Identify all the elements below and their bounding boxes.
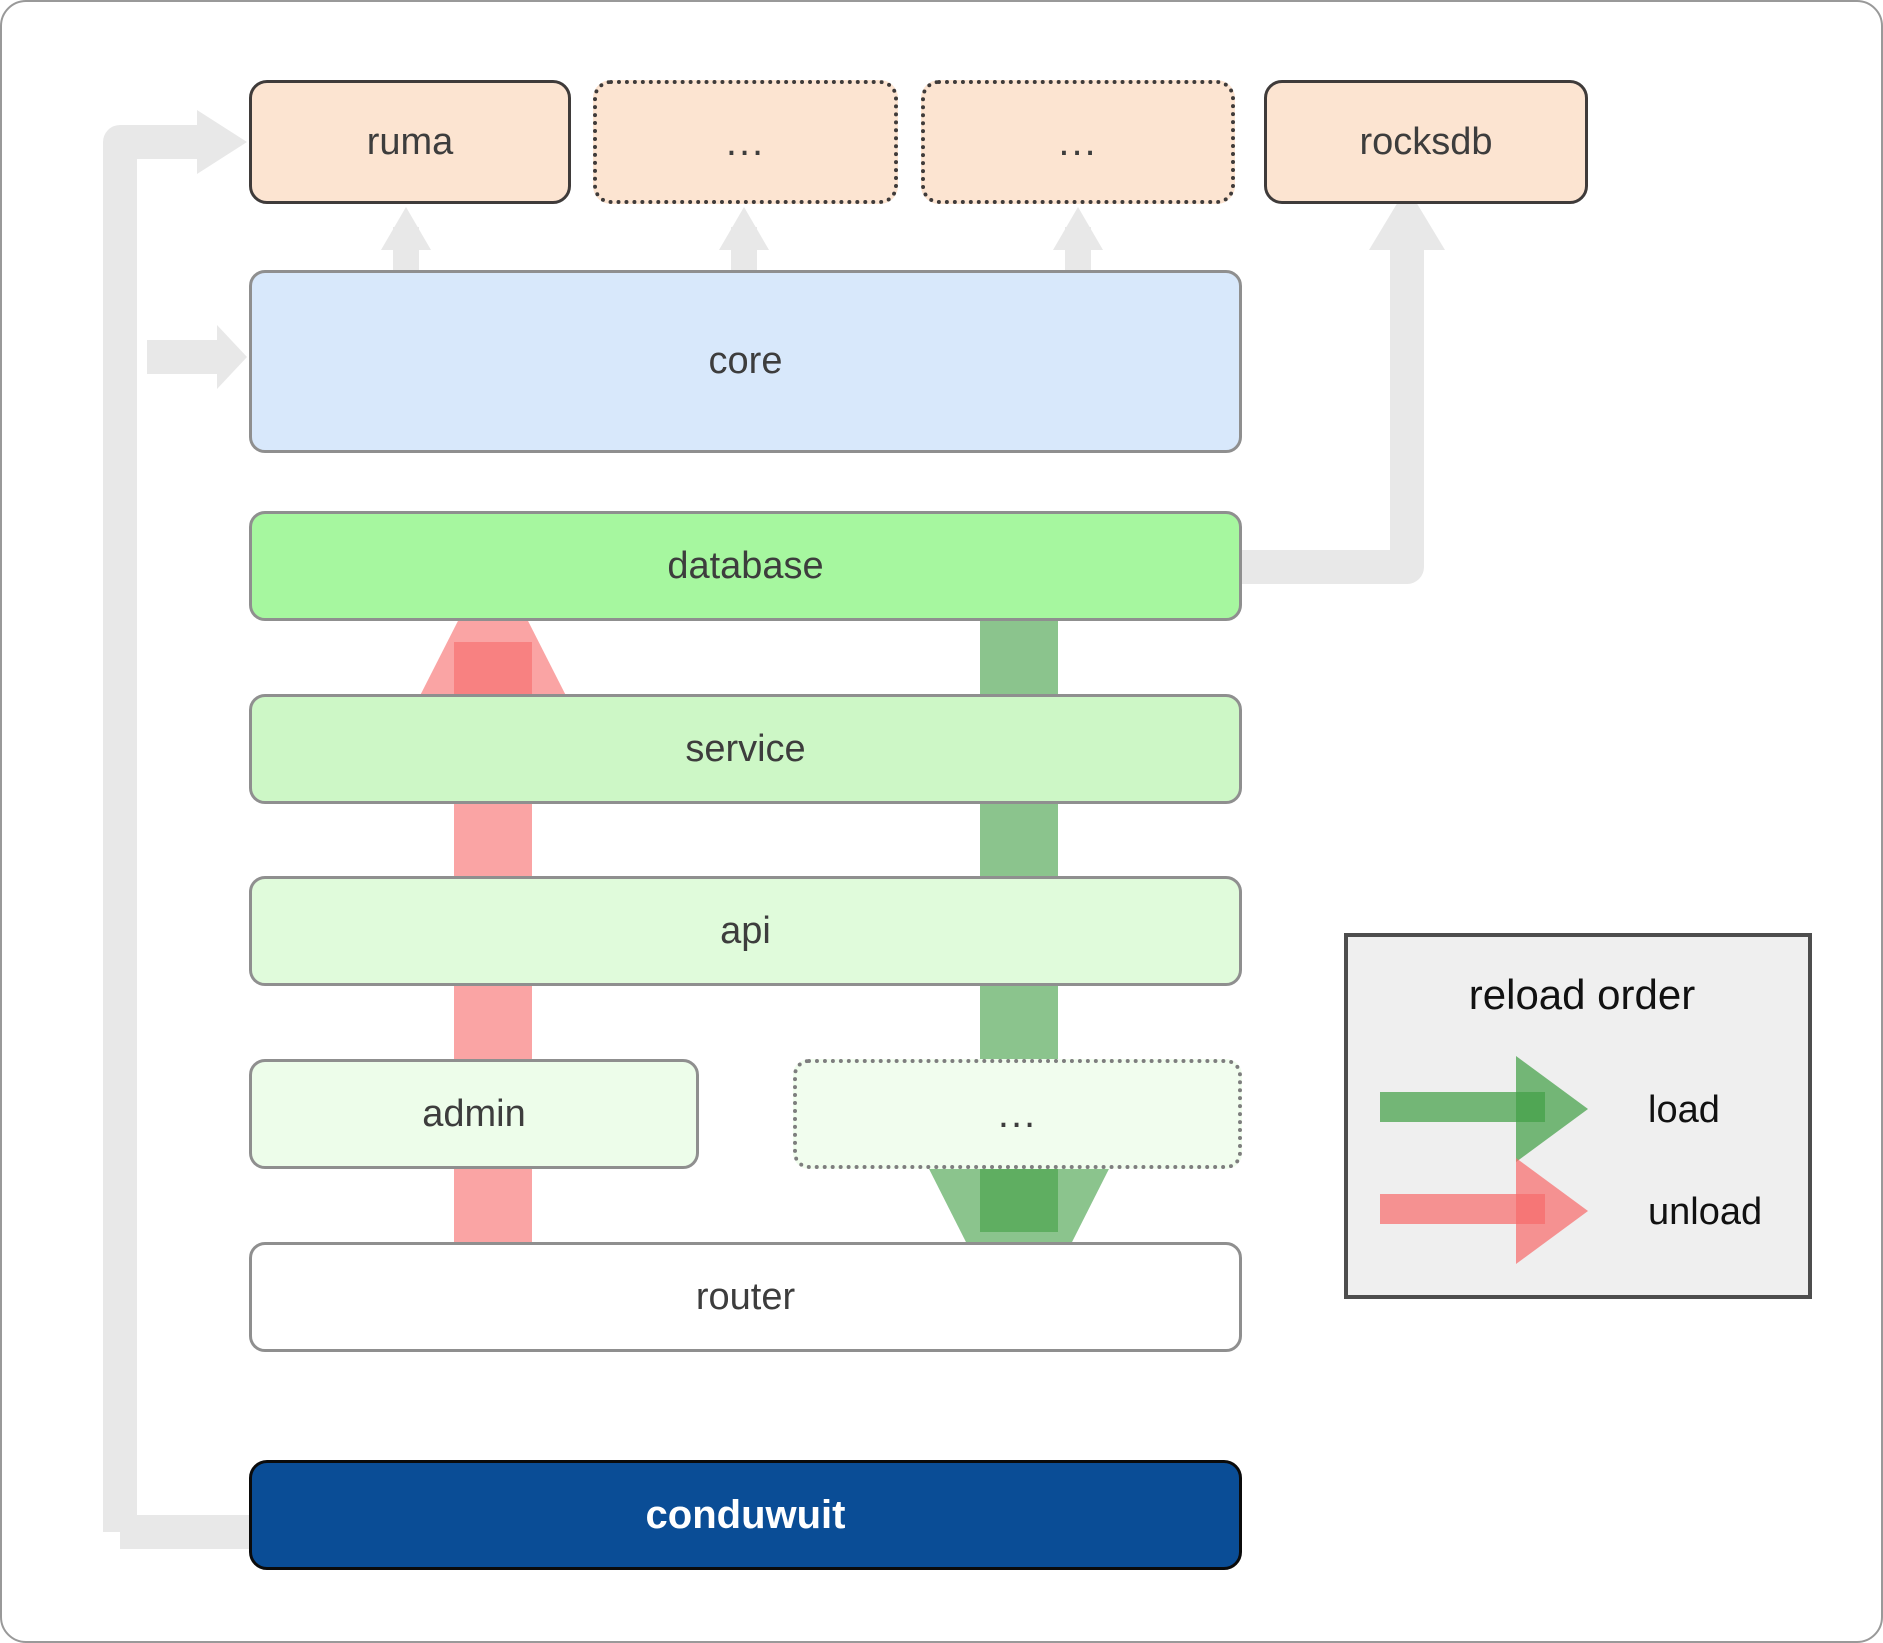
dependency-box-ruma[interactable]: ruma <box>249 80 571 204</box>
dependency-label: ... <box>1058 119 1098 164</box>
app-label: conduwuit <box>645 1492 846 1537</box>
crate-label: database <box>667 544 824 587</box>
crate-label: service <box>685 727 806 770</box>
load-arrow-icon <box>1380 1056 1588 1162</box>
app-box-conduwuit[interactable]: conduwuit <box>249 1460 1242 1570</box>
core-to-dependency-arrows <box>381 207 1103 272</box>
core-to-ruma-arrow <box>381 207 431 272</box>
crate-label: router <box>695 1275 796 1318</box>
crate-label: api <box>720 909 771 952</box>
crate-label: core <box>708 340 783 382</box>
crate-label: ... <box>997 1091 1038 1136</box>
dependency-label: rocksdb <box>1359 120 1493 163</box>
dependency-box-rocksdb[interactable]: rocksdb <box>1264 80 1588 204</box>
dependency-label: ruma <box>366 120 454 163</box>
legend-label-unload: unload <box>1648 1191 1763 1233</box>
crate-box-service[interactable]: service <box>249 694 1242 804</box>
database-to-rocksdb-connector <box>1240 187 1445 584</box>
core-to-dots1-arrow <box>719 207 769 272</box>
crate-box-database[interactable]: database <box>249 511 1242 621</box>
crate-label: admin <box>422 1092 526 1135</box>
crate-box-router[interactable]: router <box>249 1242 1242 1352</box>
legend-label-load: load <box>1648 1089 1720 1131</box>
unload-arrow-icon <box>1380 1158 1588 1264</box>
dependency-label: ... <box>725 119 766 164</box>
core-to-dots2-arrow <box>1053 207 1103 272</box>
crate-box-core[interactable]: core <box>249 270 1242 453</box>
dependency-box-placeholder-2[interactable]: ... <box>921 80 1235 204</box>
crate-box-placeholder[interactable]: ... <box>793 1059 1242 1169</box>
legend-panel: reload order load unload <box>1344 933 1812 1299</box>
dependency-box-placeholder-1[interactable]: ... <box>593 80 898 204</box>
left-dependency-connector <box>103 110 250 1549</box>
crate-box-api[interactable]: api <box>249 876 1242 986</box>
crate-box-admin[interactable]: admin <box>249 1059 699 1169</box>
legend-arrow-icons <box>1380 1056 1588 1264</box>
legend-title: reload order <box>1468 971 1696 1018</box>
